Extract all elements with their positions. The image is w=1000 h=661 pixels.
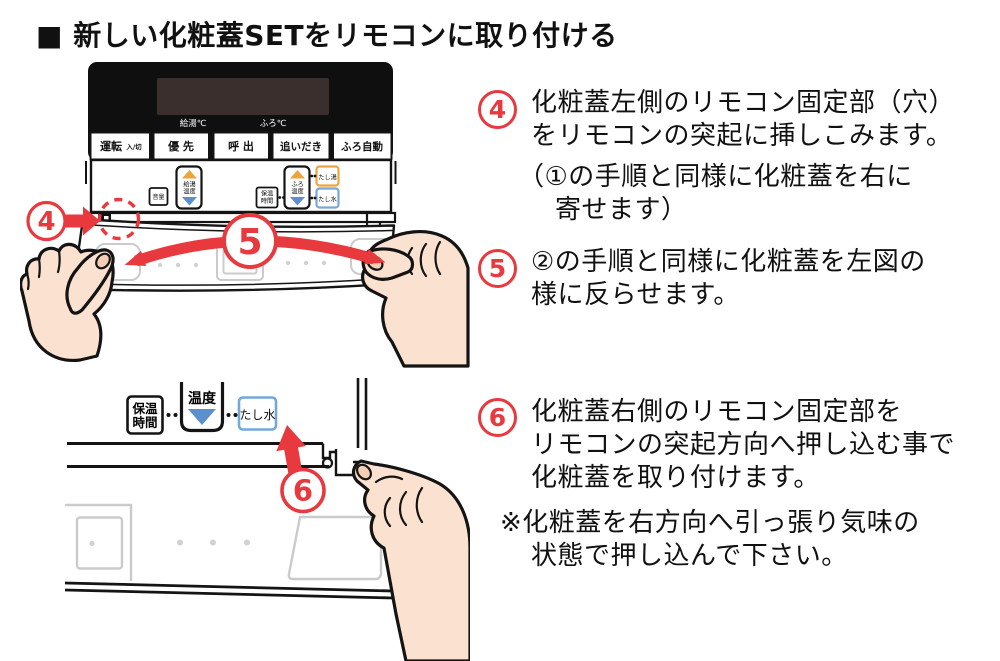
panel-side-walls — [85, 161, 397, 184]
unten-sub-label: 入/切 — [125, 143, 142, 151]
step-5-line-2: 様に反らせます。 — [531, 280, 740, 310]
cover-ghost-outlines — [65, 503, 383, 581]
ondo-label: 温度 — [188, 390, 217, 407]
tashimizu-button: たし水 — [237, 396, 278, 431]
step-4-note: （①の手順と同様に化粧蓋を右に 寄せます） — [518, 161, 913, 227]
step-6-line-1: 化粧蓋右側のリモコン固定部を — [531, 397, 903, 427]
oidaki-label: 追いだき — [280, 140, 322, 153]
connector-dots — [278, 174, 317, 200]
step-6-note: ※化粧蓋を右方向へ引っ張り気味の 状態で押し込んで下さい。 — [500, 507, 920, 573]
tashimizu-button: たし水 — [315, 187, 340, 209]
step-6-text: 化粧蓋右側のリモコン固定部を リモコンの突起方向へ押し込む事で 化粧蓋を取り付け… — [531, 396, 955, 495]
figure-attach-left-and-bend: 給湯℃ ふろ℃ 運転 入/切 優 先 呼 出 追いだき ふろ自動 音量 — [20, 62, 470, 368]
step-5-marker-number: 5 — [237, 222, 262, 263]
hoon-jikan-button: 保温 時間 — [126, 395, 164, 435]
page-title: ■ 新しい化粧蓋SETをリモコンに取り付ける — [36, 19, 618, 52]
left-hand — [20, 242, 115, 362]
kyuto-ondo-label-1: 給湯 — [183, 181, 195, 189]
tashiyu-button: たし湯 — [315, 165, 340, 187]
hoon-label-1: 保温 — [261, 190, 273, 198]
label-kyuto-temp: 給湯℃ — [180, 118, 207, 129]
kyuto-ondo-button: 給湯 温度 — [175, 165, 203, 210]
remote-display — [157, 78, 329, 115]
step-6-line-3: 化粧蓋を取り付けます。 — [531, 463, 820, 493]
fixing-hole — [104, 216, 109, 220]
furo-ondo-button: ふろ 温度 — [283, 165, 311, 210]
step-6-line-2: リモコンの突起方向へ押し込む事で — [531, 430, 956, 460]
yobidashi-label: 呼 出 — [228, 139, 254, 153]
down-triangle-icon — [188, 409, 216, 425]
onryo-button: 音量 — [148, 187, 169, 206]
kyuto-ondo-label-2: 温度 — [183, 188, 195, 196]
tashimizu-label: たし水 — [318, 196, 337, 204]
step-4-note-line-2: 寄せます） — [555, 195, 688, 225]
pushing-hand — [351, 459, 470, 661]
step-6-marker-number: 6 — [293, 474, 313, 508]
furo-auto-label: ふろ自動 — [341, 140, 383, 153]
figure-push-right-tab: 保温 時間 温度 たし水 — [64, 378, 470, 661]
step-6-note-line-1: ※化粧蓋を右方向へ引っ張り気味の — [500, 508, 920, 538]
onryo-label: 音量 — [152, 193, 164, 201]
step-4-marker-number: 4 — [37, 207, 55, 237]
step-5-line-1: ②の手順と同様に化粧蓋を左図の — [531, 247, 926, 277]
right-hand — [361, 229, 470, 368]
tashiyu-label: たし湯 — [318, 174, 337, 182]
furo-ondo-label-2: 温度 — [291, 188, 303, 196]
step-6-note-line-2: 状態で押し込んで下さい。 — [531, 541, 848, 571]
down-triangle-icon — [182, 197, 197, 206]
step-5-text: ②の手順と同様に化粧蓋を左図の 様に反らせます。 — [531, 246, 926, 312]
thumb-nail — [356, 463, 372, 481]
step-6-marker: 6 — [280, 467, 326, 514]
step-5-marker: 5 — [222, 213, 278, 269]
step-4-marker: 4 — [26, 200, 67, 242]
label-furo-temp: ふろ℃ — [260, 119, 287, 129]
hoon-label-1: 保温 — [131, 401, 158, 416]
step-5-badge: 5 — [478, 249, 517, 288]
thumb-nail — [95, 252, 111, 270]
step-4-note-line-1: （①の手順と同様に化粧蓋を右に — [518, 162, 913, 192]
step-4-line-2: をリモコンの突起に挿しこみます。 — [531, 121, 953, 151]
ondo-button: 温度 — [179, 382, 225, 433]
hole-highlight-dashed-circle — [97, 197, 141, 241]
tashimizu-label: たし水 — [239, 408, 275, 422]
lower-panel — [89, 158, 393, 214]
insert-arrow-icon — [65, 206, 100, 236]
remote-control: 給湯℃ ふろ℃ 運転 入/切 優 先 呼 出 追いだき ふろ自動 音量 — [83, 62, 397, 238]
furo-ondo-label-1: ふろ — [291, 182, 303, 189]
step-4-text: 化粧蓋左側のリモコン固定部（穴） をリモコンの突起に挿しこみます。 — [531, 87, 955, 153]
unten-label: 運転 — [100, 139, 122, 153]
step-4-line-1: 化粧蓋左側のリモコン固定部（穴） — [531, 88, 956, 118]
connector-dots — [166, 413, 238, 417]
hoon-label-2: 時間 — [261, 198, 273, 205]
step-6-badge: 6 — [478, 398, 517, 437]
up-triangle-icon — [182, 170, 197, 179]
up-triangle-icon — [290, 170, 305, 179]
hoon-jikan-button: 保温 時間 — [255, 186, 279, 209]
hoon-label-2: 時間 — [132, 415, 157, 430]
cover-bottom-rail — [64, 581, 394, 600]
down-triangle-icon — [290, 197, 305, 206]
yusen-label: 優 先 — [167, 139, 194, 153]
step-4-badge: 4 — [478, 90, 517, 129]
